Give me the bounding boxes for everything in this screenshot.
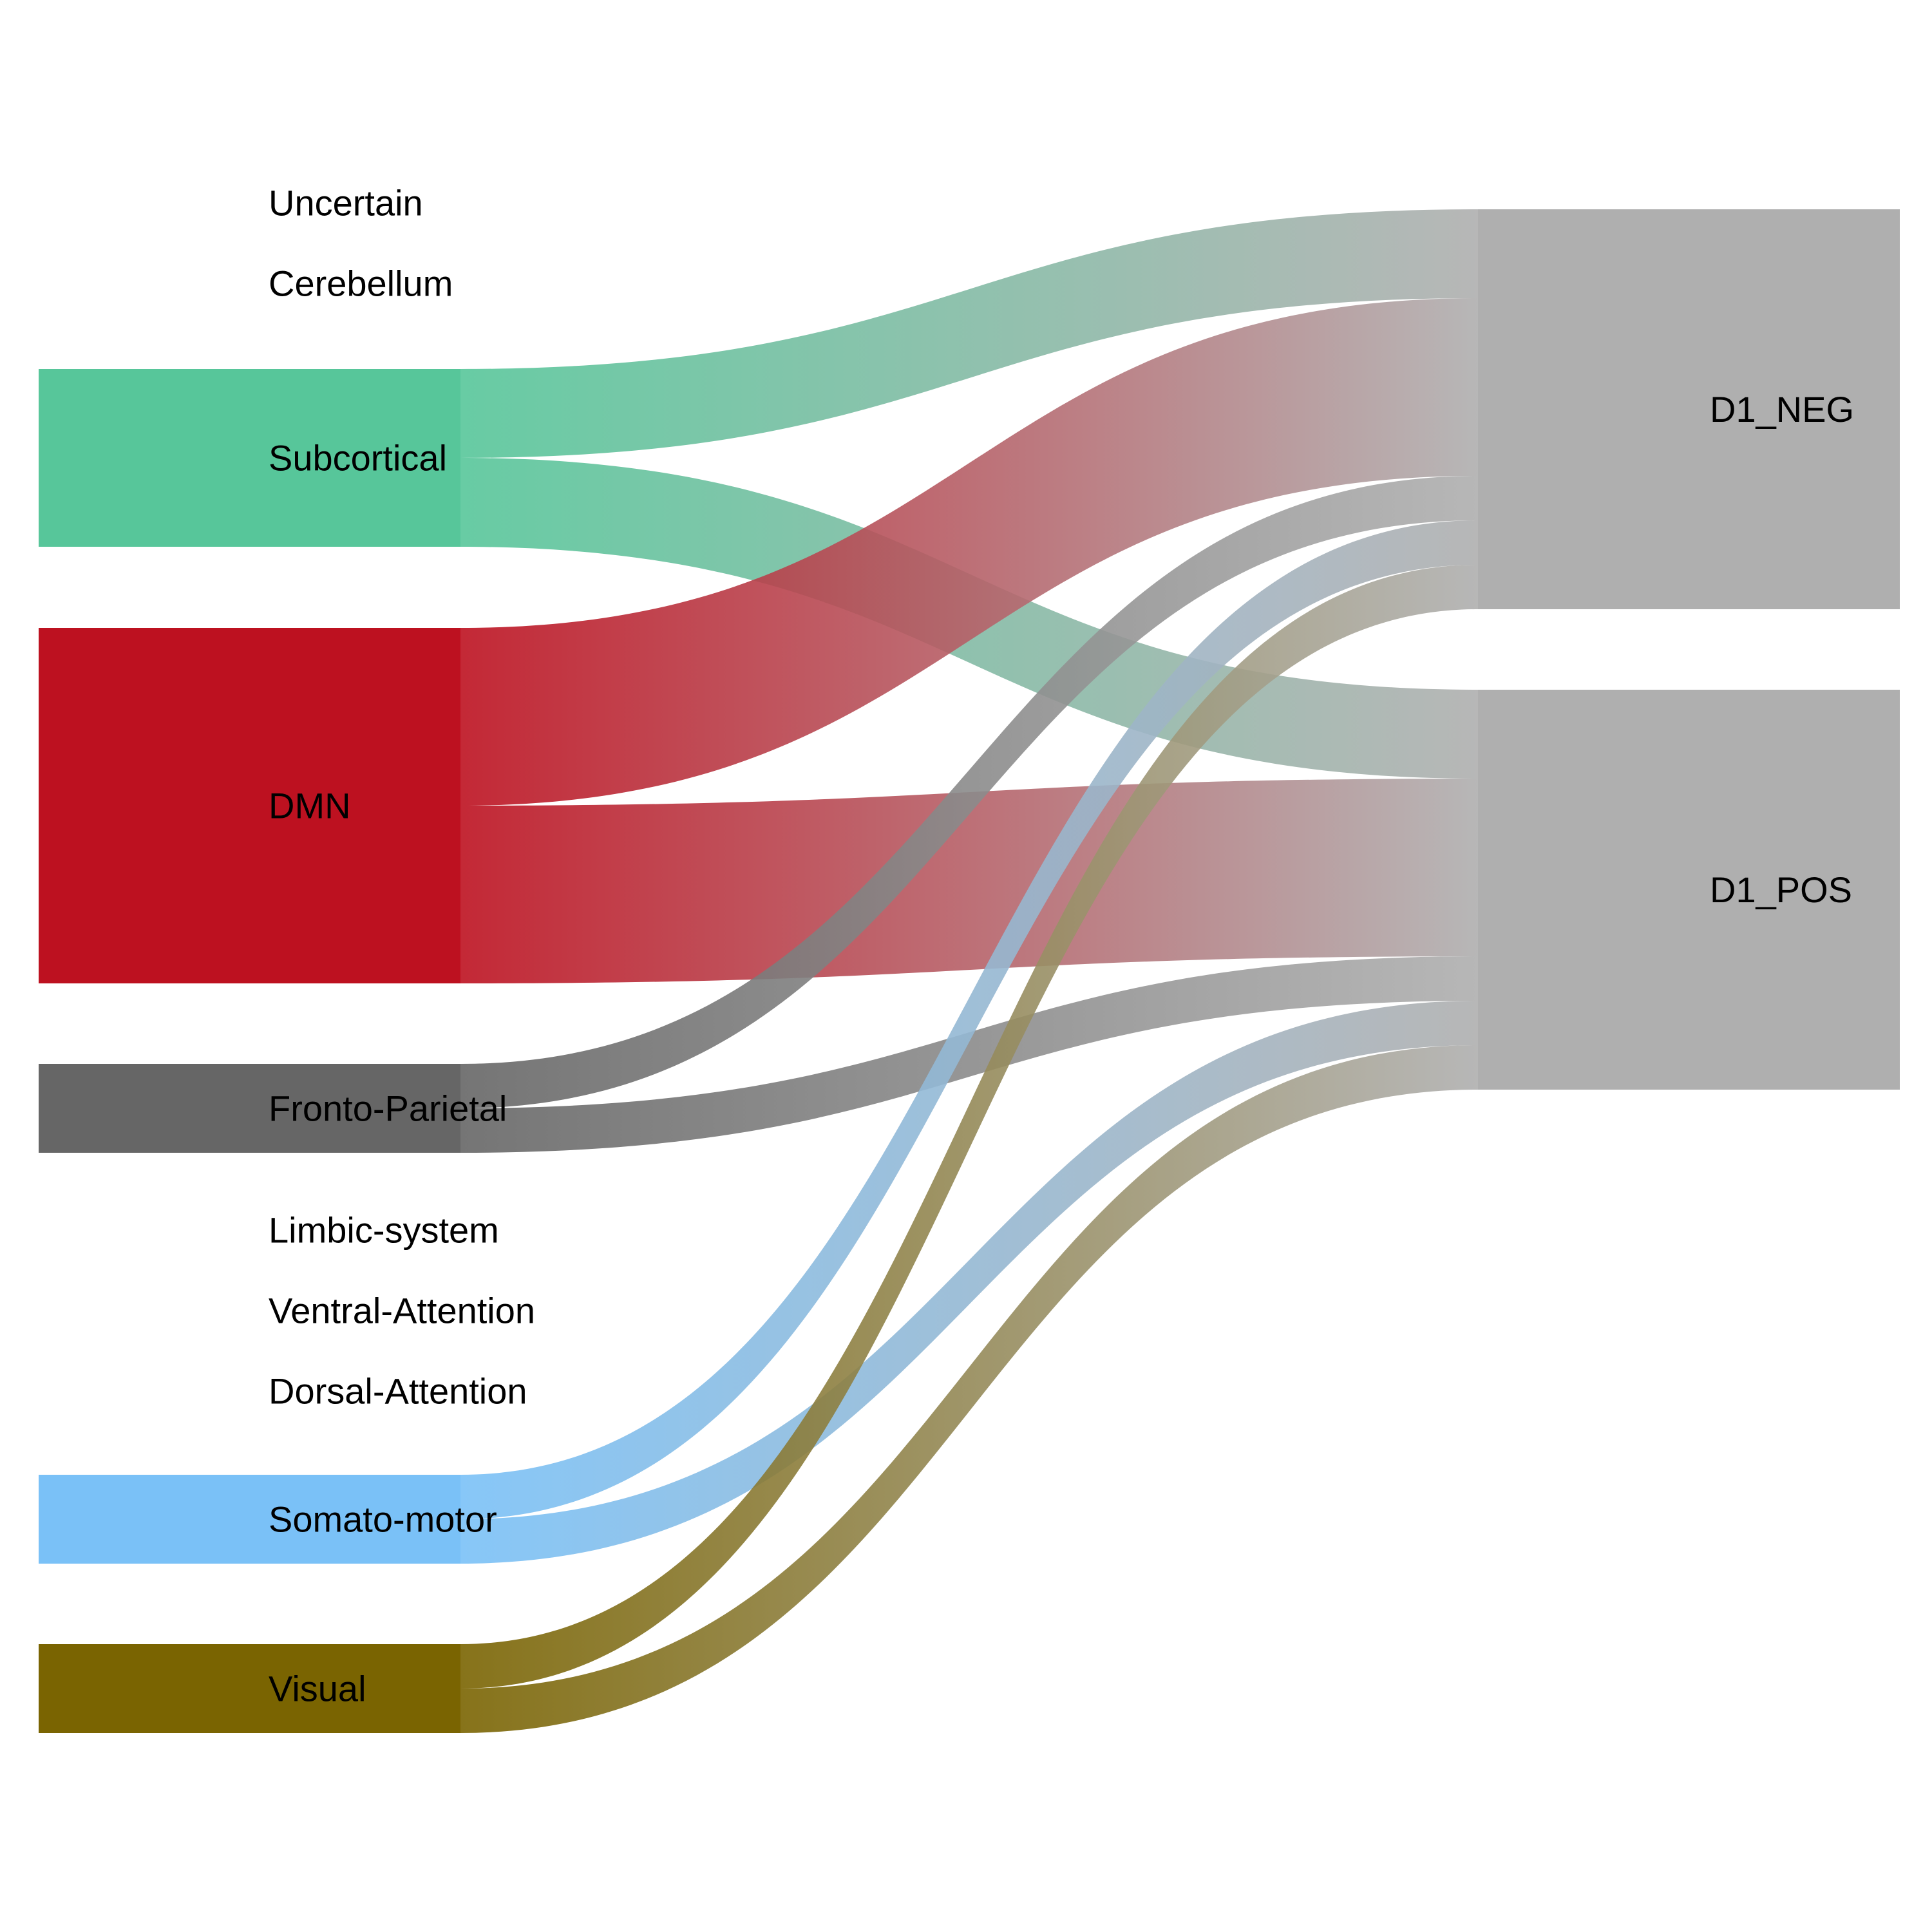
nodes-layer [39, 209, 1900, 1733]
links-layer [460, 209, 1478, 1733]
node-d1_pos [1478, 690, 1900, 1090]
label-fronto_parietal: Fronto-Parietal [269, 1088, 507, 1129]
label-limbic: Limbic-system [269, 1210, 499, 1251]
node-d1_neg [1478, 209, 1900, 609]
label-dorsal_attention: Dorsal-Attention [269, 1371, 527, 1412]
label-ventral_attention: Ventral-Attention [269, 1291, 535, 1331]
link-visual-to-d1_neg [460, 565, 1478, 1689]
link-somato_motor-to-d1_pos [460, 1001, 1478, 1564]
link-dmn-to-d1_neg [460, 298, 1478, 806]
label-uncertain: Uncertain [269, 183, 423, 223]
link-fronto_parietal-to-d1_neg [460, 476, 1478, 1108]
link-fronto_parietal-to-d1_pos [460, 956, 1478, 1153]
label-d1_pos: D1_POS [1710, 869, 1852, 910]
label-subcortical: Subcortical [269, 438, 447, 478]
node-fronto_parietal [39, 1064, 460, 1153]
label-dmn: DMN [269, 786, 351, 826]
node-somato_motor [39, 1475, 460, 1564]
link-dmn-to-d1_pos [460, 779, 1478, 983]
node-visual [39, 1644, 460, 1733]
label-cerebellum: Cerebellum [269, 263, 453, 304]
link-subcortical-to-d1_neg [460, 209, 1478, 458]
label-d1_neg: D1_NEG [1710, 389, 1854, 430]
label-visual: Visual [269, 1669, 366, 1709]
node-subcortical [39, 369, 460, 547]
node-dmn [39, 628, 460, 983]
label-somato_motor: Somato-motor [269, 1499, 497, 1540]
link-somato_motor-to-d1_neg [460, 520, 1478, 1519]
link-visual-to-d1_pos [460, 1045, 1478, 1733]
